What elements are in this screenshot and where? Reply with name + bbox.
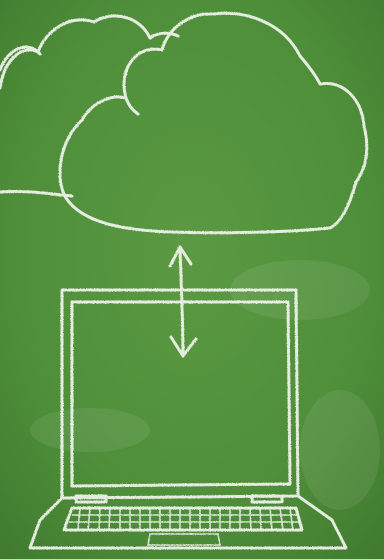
chalkboard-drawing (0, 0, 384, 559)
chalkboard-scene (0, 0, 384, 559)
